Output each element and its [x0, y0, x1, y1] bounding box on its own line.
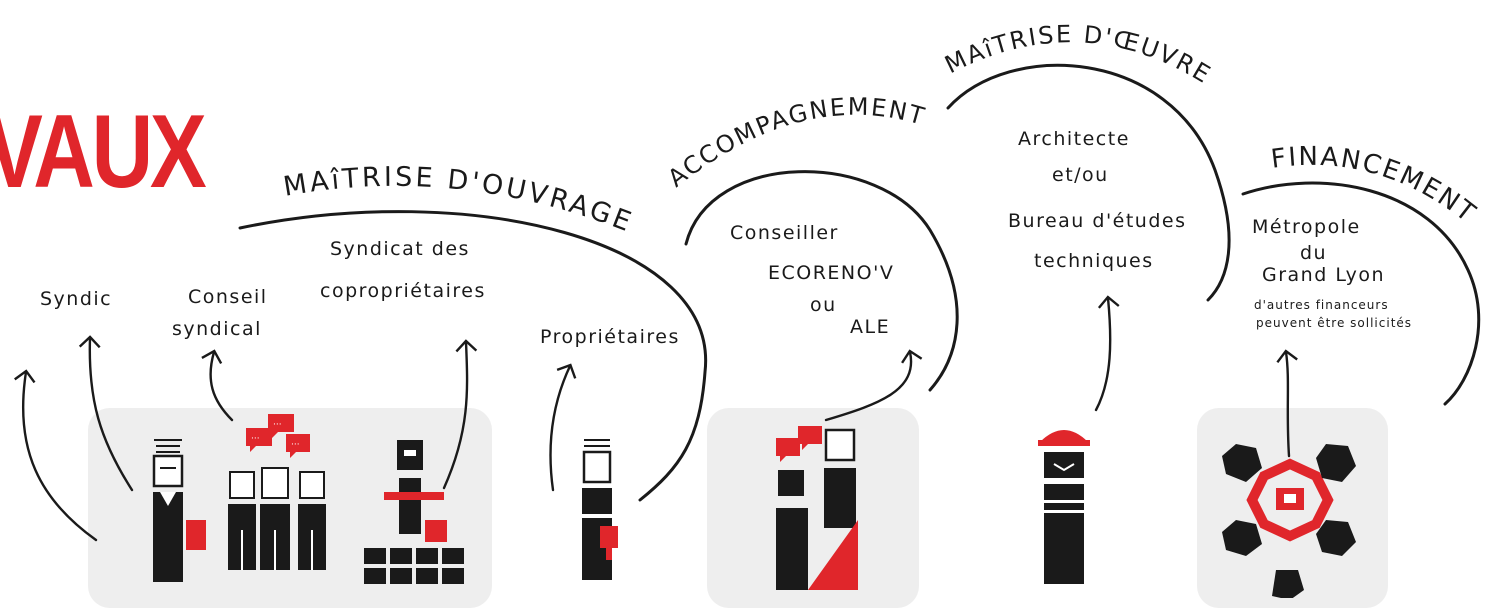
svg-text:···: ···: [273, 420, 282, 430]
svg-text:···: ···: [251, 434, 260, 444]
conseil-syndical-group-icon: ··· ··· ···: [228, 414, 326, 570]
arc-accompagnement: [684, 170, 959, 392]
label-syndicat-line1: Syndicat des: [330, 238, 470, 260]
label-metropole-line3: Grand Lyon: [1262, 264, 1386, 286]
arrow-conseil: [201, 349, 234, 422]
arrow-metropole: [1276, 349, 1298, 458]
architecte-helmet-icon: [1038, 430, 1090, 584]
label-metropole-line2: du: [1300, 242, 1328, 264]
arrow-architecte: [1094, 295, 1120, 412]
arrow-proprietaires: [549, 363, 577, 492]
page-title: VAUX: [0, 94, 207, 210]
arc-maitrise-ouvrage: [238, 210, 708, 502]
title-maitrise-oeuvre: MAîTRISE D'ŒUVRE: [940, 20, 1216, 89]
label-architecte-line2: et/ou: [1052, 164, 1109, 186]
label-conseil-line2: syndical: [172, 318, 262, 340]
label-architecte-line1: Architecte: [1018, 128, 1130, 150]
label-conseil-line1: Conseil: [188, 286, 268, 308]
label-conseiller-line2: ECORENO'V: [768, 262, 895, 284]
label-conseiller-line3: ou: [810, 294, 837, 316]
label-architecte-line4: techniques: [1034, 250, 1154, 272]
title-accompagnement: ACCOMPAGNEMENT: [663, 93, 929, 193]
label-syndicat-line2: copropriétaires: [320, 280, 486, 302]
arrow-syndicat: [442, 339, 478, 490]
syndicat-building-icon: [364, 440, 464, 584]
label-autres-line1: d'autres financeurs: [1254, 298, 1389, 312]
label-conseiller-line4: ALE: [850, 316, 891, 338]
label-proprietaires: Propriétaires: [540, 326, 680, 348]
arc-maitrise-oeuvre: [946, 63, 1231, 302]
metropole-network-icon: [1222, 444, 1356, 598]
syndic-person-icon: [152, 439, 206, 582]
proprietaire-key-icon: [582, 439, 618, 580]
title-maitrise-ouvrage: MAîTRISE D'OUVRAGE: [281, 162, 637, 239]
label-metropole-line1: Métropole: [1252, 216, 1361, 238]
label-syndic: Syndic: [40, 288, 113, 310]
label-autres-line2: peuvent être sollicités: [1256, 316, 1413, 330]
arrow-left-edge: [14, 369, 98, 542]
arc-financement: [1241, 181, 1481, 406]
arrow-syndic: [78, 335, 134, 492]
arrow-conseiller: [824, 349, 923, 422]
svg-text:···: ···: [291, 440, 300, 450]
conseiller-dialogue-icon: [776, 426, 858, 590]
label-conseiller-line1: Conseiller: [730, 222, 839, 244]
label-architecte-line3: Bureau d'études: [1008, 210, 1187, 232]
